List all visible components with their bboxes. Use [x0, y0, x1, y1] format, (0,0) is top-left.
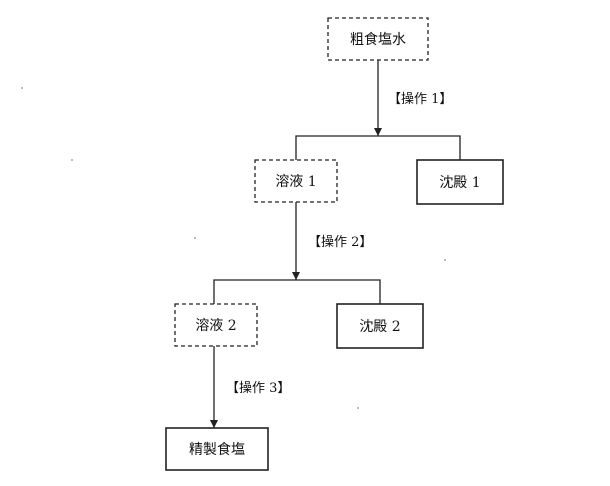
node-solution1-box — [254, 159, 338, 203]
node-precipitate2-box — [336, 303, 424, 349]
node-crude-brine-label: 粗食塩水 — [350, 31, 406, 48]
node-solution2: 溶液 2 — [174, 303, 258, 347]
node-solution1: 溶液 1 — [254, 159, 338, 203]
op1-label: 【操作 1】 — [388, 91, 452, 107]
node-precipitate1-box — [416, 159, 504, 205]
scan-speck — [71, 159, 73, 161]
scan-speck — [357, 407, 359, 409]
scan-speck — [21, 87, 23, 89]
node-precipitate1: 沈殿 1 — [416, 159, 504, 205]
node-precipitate1-label: 沈殿 1 — [439, 175, 480, 191]
node-solution1-label: 溶液 1 — [275, 174, 316, 190]
node-refined-salt-label: 精製食塩 — [189, 441, 245, 458]
node-refined-salt: 精製食塩 — [165, 427, 269, 471]
branch2-connector — [213, 279, 381, 304]
scan-speck — [444, 259, 446, 261]
branch1-connector — [295, 135, 461, 160]
scan-speck — [194, 237, 196, 239]
op2-label: 【操作 2】 — [308, 234, 372, 250]
op3-label: 【操作 3】 — [226, 380, 290, 396]
node-crude-brine-box — [327, 17, 429, 61]
node-precipitate2-label: 沈殿 2 — [359, 319, 400, 335]
node-crude-brine: 粗食塩水 — [327, 17, 429, 61]
node-precipitate2: 沈殿 2 — [336, 303, 424, 349]
node-solution2-box — [174, 303, 258, 347]
node-refined-salt-box — [165, 427, 269, 471]
node-solution2-label: 溶液 2 — [195, 318, 236, 334]
